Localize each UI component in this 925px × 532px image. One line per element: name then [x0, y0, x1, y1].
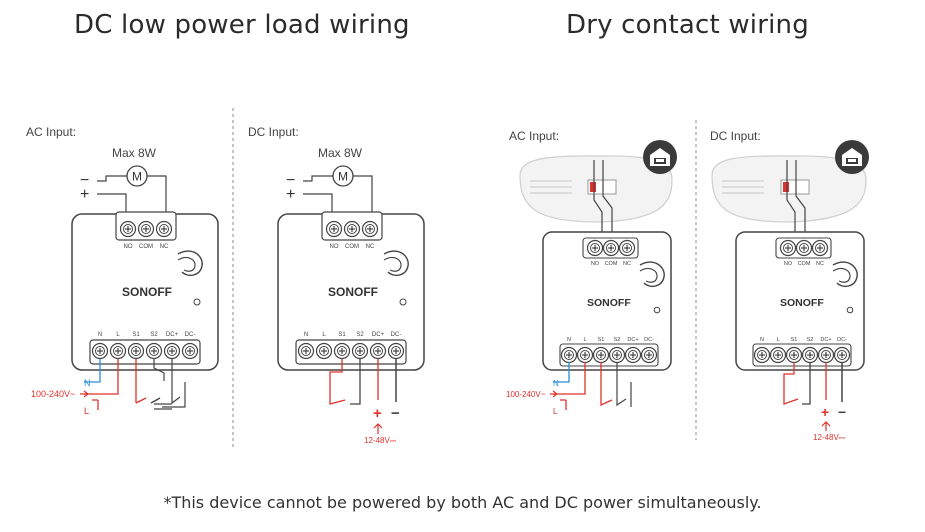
terminal-dcp: DC+ [372, 332, 385, 338]
terminal-n: N [304, 332, 308, 338]
plus-sign: + [80, 186, 89, 203]
terminal-com: COM [798, 261, 811, 267]
minus-sign: − [80, 172, 89, 189]
terminal-s2: S2 [807, 337, 814, 343]
dc-plus-sign-2: + [821, 404, 829, 420]
terminal-s2: S2 [356, 332, 364, 338]
n-label: N [84, 378, 91, 388]
wifi-led-icon [846, 306, 854, 314]
terminal-s2: S2 [150, 332, 158, 338]
terminal-dcm: DC- [644, 337, 654, 343]
ac-range-label: 100-240V~ [31, 389, 75, 399]
l-label-2: L [553, 407, 558, 416]
dc-input-label: DC Input: [248, 125, 299, 139]
terminal-l: L [116, 332, 120, 338]
dc-minus-sign-2: − [838, 404, 846, 420]
brand-logo: SONOFF [780, 297, 824, 309]
panel-dry-contact-ac: AC Input: NO COM NC SONOFF N L S1 S2 DC+… [506, 129, 677, 416]
terminal-n: N [760, 337, 764, 343]
terminal-com: COM [139, 244, 153, 250]
ac-input-label: AC Input: [26, 125, 76, 139]
motor-symbol: M [132, 170, 142, 184]
terminal-nc: NC [816, 261, 824, 267]
max-load-label: Max 8W [112, 146, 157, 160]
wifi-led-icon [653, 306, 661, 314]
terminal-n: N [98, 332, 102, 338]
terminal-l: L [776, 337, 779, 343]
garage-icon [643, 140, 677, 174]
terminal-s1: S1 [598, 337, 605, 343]
right-title: Dry contact wiring [566, 10, 809, 40]
terminal-nc: NC [366, 244, 375, 250]
dc-input-label-2: DC Input: [710, 129, 761, 143]
terminal-s1: S1 [338, 332, 346, 338]
terminal-dcp: DC+ [820, 337, 831, 343]
dc-minus-sign: − [391, 405, 400, 422]
terminal-no: NO [124, 244, 133, 250]
terminal-nc: NC [160, 244, 169, 250]
ac-range-label-2: 100-240V~ [506, 390, 546, 399]
terminal-s1: S1 [132, 332, 140, 338]
plus-sign-2: + [286, 186, 295, 203]
ac-input-label-2: AC Input: [509, 129, 559, 143]
motor-symbol-2: M [338, 170, 348, 184]
terminal-s2: S2 [614, 337, 621, 343]
minus-sign-2: − [286, 172, 295, 189]
panel-dc-load-dc: DC Input: Max 8W M − + NO COM NC SONOFF … [248, 125, 425, 445]
panel-dry-contact-dc: DC Input: NO COM NC SONOFF N L S1 S2 DC+… [710, 129, 869, 442]
terminal-com: COM [345, 244, 359, 250]
wifi-led-icon [193, 298, 201, 306]
dc-range-label: 12-48V⎓ [364, 436, 397, 445]
terminal-dcm: DC- [391, 332, 402, 338]
footnote: *This device cannot be powered by both A… [163, 493, 762, 512]
terminal-no: NO [784, 261, 793, 267]
terminal-nc: NC [623, 261, 631, 267]
garage-icon [835, 140, 869, 174]
terminal-dcm: DC- [185, 332, 196, 338]
terminal-dcm: DC- [837, 337, 847, 343]
terminal-dcp: DC+ [166, 332, 179, 338]
panel-dc-load-ac: AC Input: Max 8W M − + NO COM NC SONOFF … [26, 125, 219, 416]
terminal-l: L [322, 332, 326, 338]
brand-logo: SONOFF [587, 297, 631, 309]
terminal-com: COM [605, 261, 618, 267]
terminal-no: NO [591, 261, 600, 267]
terminal-no: NO [330, 244, 339, 250]
dc-range-label-2: 12-48V⎓ [813, 433, 846, 442]
l-label: L [84, 406, 89, 416]
max-load-label-2: Max 8W [318, 146, 363, 160]
brand-logo: SONOFF [328, 285, 378, 299]
terminal-l: L [583, 337, 586, 343]
left-title: DC low power load wiring [74, 10, 410, 40]
dc-plus-sign: + [373, 405, 382, 422]
terminal-s1: S1 [791, 337, 798, 343]
wifi-led-icon [399, 298, 407, 306]
terminal-n: N [567, 337, 571, 343]
brand-logo: SONOFF [122, 285, 172, 299]
terminal-dcp: DC+ [627, 337, 638, 343]
n-label-2: N [553, 379, 559, 388]
